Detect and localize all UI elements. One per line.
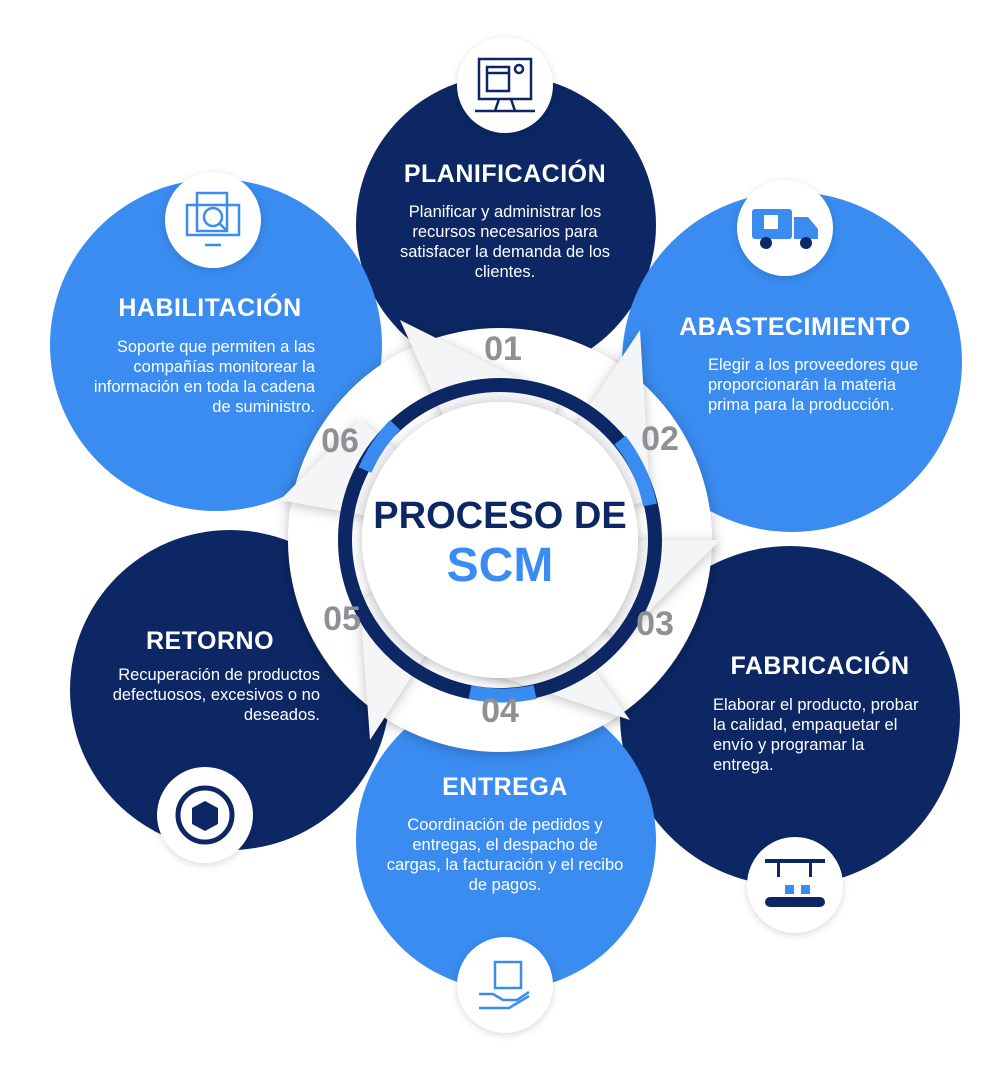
step-number-02: 02	[641, 420, 679, 458]
box-return-icon	[157, 767, 253, 863]
inner-ring-blue-right	[614, 435, 657, 507]
center-circle	[362, 402, 638, 678]
step-title-05: RETORNO	[145, 627, 275, 655]
step-title-01: PLANIFICACIÓN	[403, 160, 607, 188]
center-title-line2: SCM	[446, 539, 554, 592]
calendar-monitor-icon	[457, 37, 553, 133]
assembly-line-icon	[747, 837, 843, 933]
box-hand-icon	[457, 937, 553, 1033]
step-number-01: 01	[484, 330, 522, 368]
petal-06	[50, 179, 382, 511]
center-title-line1: PROCESO DE	[373, 495, 627, 537]
step-desc-03: Elaborar el producto, probar la calidad,…	[713, 696, 919, 774]
step-number-04: 04	[481, 692, 519, 730]
delivery-truck-icon	[737, 180, 833, 276]
step-desc-04: Coordinación de pedidos y entregas, el d…	[386, 816, 624, 894]
step-title-04: ENTREGA	[442, 773, 568, 801]
step-number-05: 05	[323, 600, 361, 638]
step-desc-02: Elegir a los proveedores que proporciona…	[708, 356, 919, 414]
petal-01	[356, 75, 656, 375]
document-search-icon	[165, 172, 261, 268]
step-desc-06: Soporte que permiten a las compañías mon…	[93, 338, 315, 416]
petal-03	[620, 546, 960, 886]
step-number-03: 03	[636, 605, 674, 643]
step-title-06: HABILITACIÓN	[118, 294, 302, 322]
inner-ring-blue-bottom	[468, 685, 537, 703]
inner-ring-blue-left	[358, 420, 401, 473]
step-title-02: ABASTECIMIENTO	[679, 313, 911, 341]
step-desc-05: Recuperación de productos defectuosos, e…	[112, 666, 320, 724]
step-desc-01: Planificar y administrar los recursos ne…	[399, 203, 611, 281]
step-number-06: 06	[321, 422, 359, 460]
petal-04	[356, 690, 656, 990]
step-title-03: FABRICACIÓN	[730, 652, 910, 680]
petal-02	[622, 192, 962, 532]
